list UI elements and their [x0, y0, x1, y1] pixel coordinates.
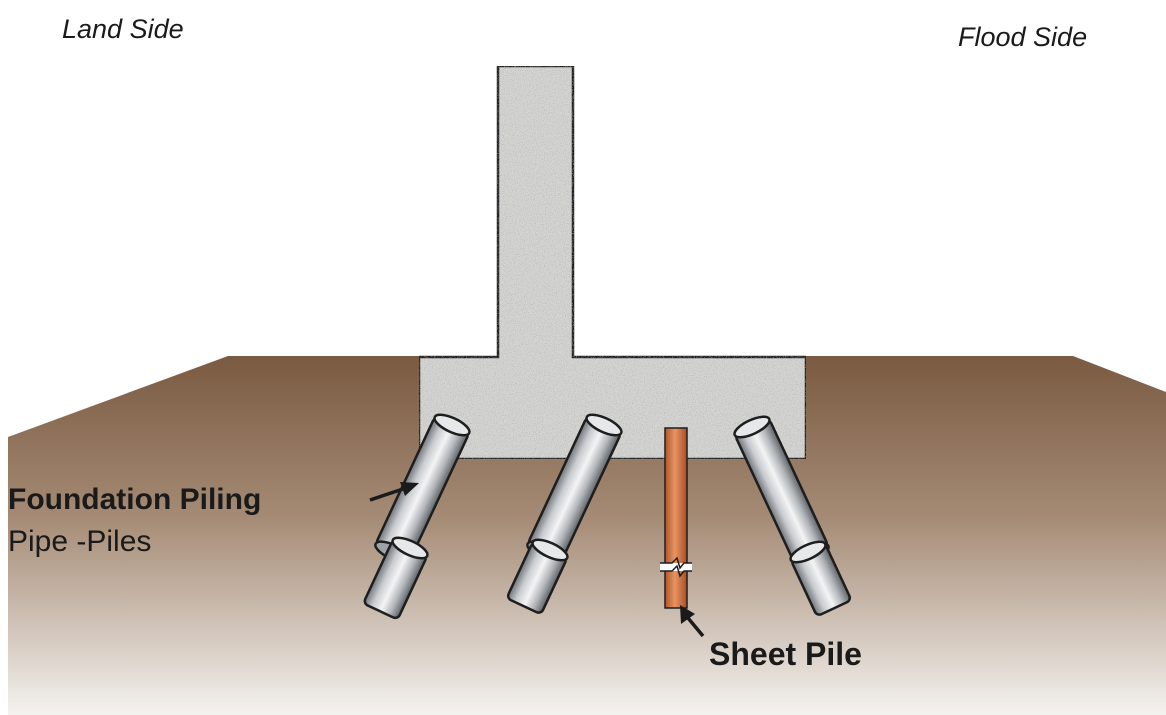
- foundation-piling-arrow: [369, 482, 419, 502]
- sheet-pile-label: Sheet Pile: [709, 636, 862, 672]
- pipe-pile-3: [733, 415, 852, 616]
- soil-ground: [8, 356, 1166, 715]
- foundation-piling-label: Foundation Piling: [8, 483, 262, 516]
- concrete-t-wall: [417, 64, 808, 461]
- land-side-label: Land Side: [62, 14, 184, 44]
- sheet-pile-arrow: [680, 605, 705, 638]
- sheet-pile: [660, 427, 692, 609]
- pipe-piles-label: Pipe -Piles: [8, 525, 152, 558]
- pipe-pile-1: [363, 413, 471, 620]
- flood-side-label: Flood Side: [958, 22, 1088, 52]
- pipe-pile-2: [506, 413, 623, 614]
